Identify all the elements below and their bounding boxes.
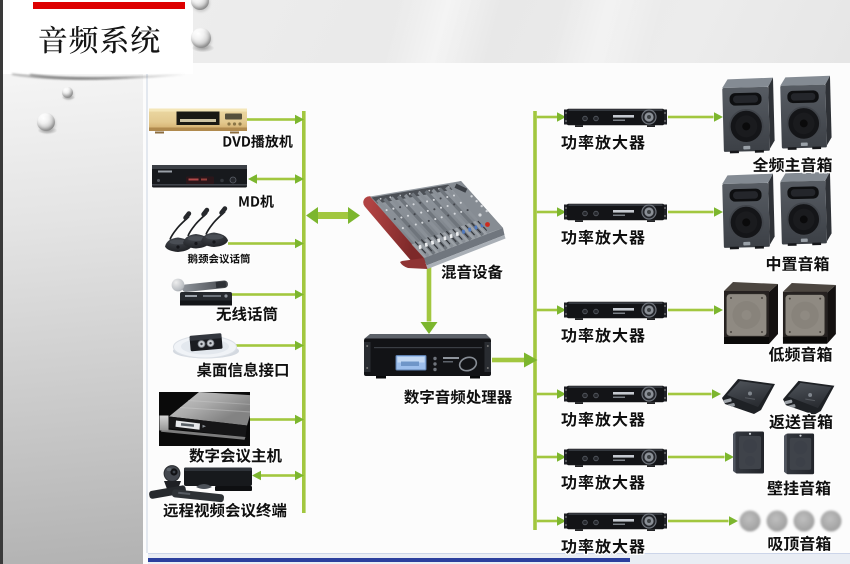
right-trunk-line [533,111,537,530]
device-amplifier-5 [563,448,668,468]
arrow-trunk-to-amp-6 [536,516,566,526]
device-dvd-player [149,108,247,134]
label-speaker-4: 返送音箱 [767,412,834,431]
label-wireless-mic: 无线话筒 [215,305,279,323]
device-gooseneck-mics [165,206,228,252]
label-amplifier-1: 功率放大器 [560,133,647,152]
device-video-terminal [149,465,252,503]
label-speaker-6: 吸顶音箱 [767,534,832,553]
arrow-desktop-to-trunk [236,340,304,351]
bubble-decoration-1 [191,28,211,48]
top-band [193,0,850,64]
title-box [3,0,193,74]
label-amplifier-4: 功率放大器 [560,410,647,429]
arrow-trunk-to-amp-4 [536,389,566,399]
arrow-trunk-to-amp-5 [536,452,566,462]
arrow-dvd-to-trunk [246,114,304,125]
devices [149,74,842,532]
device-conference-host [159,392,250,446]
device-amplifier-2 [563,203,668,223]
title-accent-bar [33,2,185,9]
label-speaker-3: 低频音箱 [767,345,834,364]
bubble-shadow-1 [192,44,214,52]
device-amplifier-4 [563,385,668,405]
arrow-amp-6-to-speaker [668,516,738,526]
slide-title: 音频系统 [39,25,160,54]
bubble-shadow-3 [62,95,75,100]
arrow-amp-3-to-speaker [668,305,723,315]
arrow-trunk-to-amp-2 [536,207,566,217]
left-edge-bar [0,0,3,564]
label-dvd-player: DVD播放机 [222,133,295,150]
device-amplifier-6 [563,512,668,532]
label-amplifier-6: 功率放大器 [560,537,647,556]
speaker-stage-monitor [722,379,834,415]
label-speaker-5: 壁挂音箱 [765,479,832,497]
speaker-center [721,170,833,251]
speaker-wall-mount [733,431,815,475]
arrow-host-to-trunk [249,414,304,425]
device-amplifier-3 [563,301,668,321]
label-speaker-2: 中置音箱 [765,254,831,273]
device-mixer [363,181,506,269]
arrow-trunk-to-amp-1 [536,112,566,122]
arrow-amp-5-to-speaker [668,452,734,462]
label-dsp-processor: 数字音频处理器 [402,388,514,406]
bubble-decoration-3 [61,86,73,98]
connector-arrows [228,111,738,530]
arrow-md-to-trunk [248,174,304,184]
bubble-decoration-4 [37,113,55,131]
device-md-deck [152,165,247,188]
left-trunk-line [302,111,306,513]
speaker-ceiling [739,510,842,532]
speaker-subwoofer [723,281,837,345]
arrow-wireless-to-trunk [231,289,304,300]
arrow-mixer-to-dsp [420,266,438,334]
label-desktop-interface: 桌面信息接口 [195,361,290,379]
arrow-dsp-to-trunk [492,352,538,368]
label-md-deck: MD机 [238,193,276,210]
label-gooseneck-mics: 鹅颈会议话筒 [186,252,252,265]
arrow-gooseneck-to-trunk [228,238,304,249]
arrow-trunk-to-amp-3 [536,305,566,315]
arrow-amp-2-to-speaker [668,207,723,217]
content-divider-line [146,63,148,553]
arrow-trunk-mixer [306,207,360,224]
label-amplifier-3: 功率放大器 [560,326,647,345]
speaker-full-range-main [721,74,833,155]
device-desktop-interface [173,333,239,359]
arrow-terminal-to-trunk [252,470,304,481]
device-wireless-mic [171,278,232,306]
bubble-decoration-2 [191,0,209,10]
label-video-terminal: 远程视频会议终端 [162,501,288,519]
label-amplifier-2: 功率放大器 [560,228,647,247]
label-conference-host: 数字会议主机 [188,446,284,465]
left-gradient-panel [3,0,143,564]
device-amplifier-1 [563,108,668,128]
label-amplifier-5: 功率放大器 [560,473,647,492]
device-dsp-processor [364,334,491,379]
label-mixer: 混音设备 [440,263,505,281]
bottom-accent-line [148,558,630,562]
arrow-amp-4-to-speaker [668,389,721,399]
label-speaker-1: 全频主音箱 [751,155,834,174]
title-box-shadow [12,73,186,80]
arrow-amp-1-to-speaker [668,112,723,122]
